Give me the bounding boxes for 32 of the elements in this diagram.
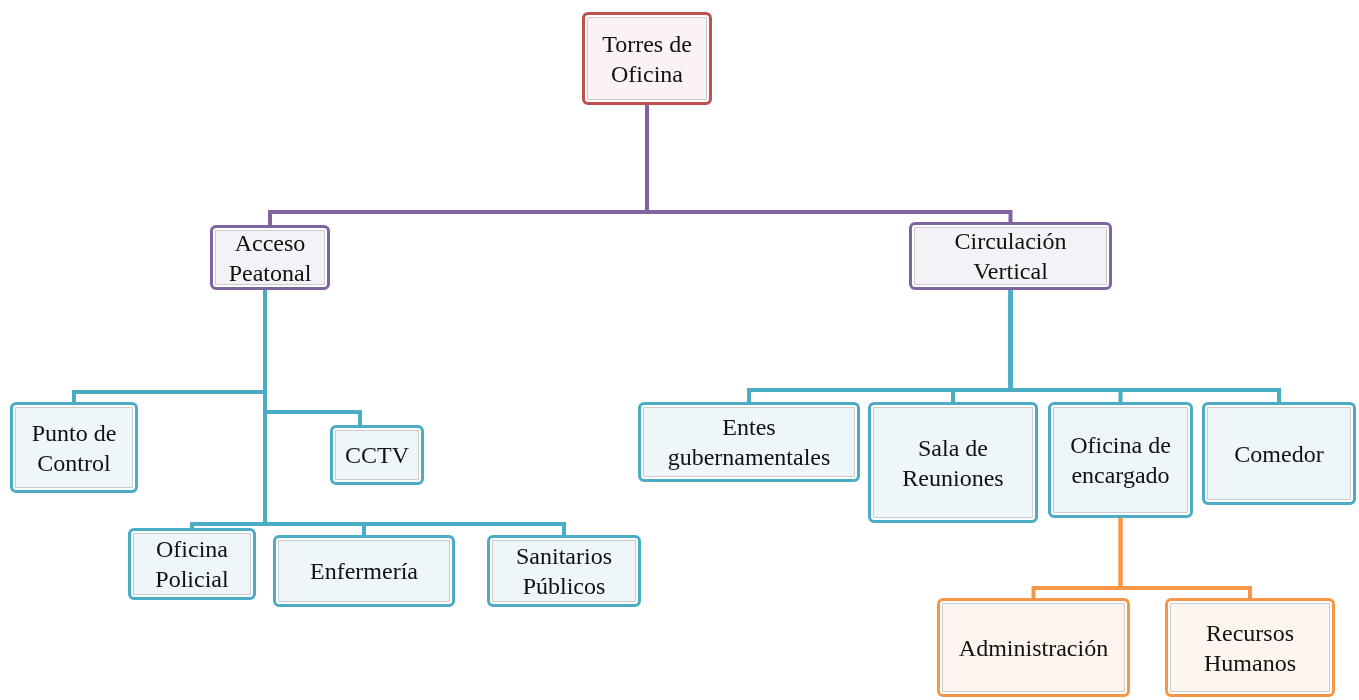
org-box (909, 222, 1112, 290)
box-label: Torres de Oficina (601, 29, 693, 89)
box-label: Sanitarios Públicos (515, 542, 613, 601)
connector-line (263, 290, 566, 535)
box-label: Sala de Reuniones (901, 433, 1005, 493)
org-box (1202, 402, 1356, 505)
box-label: Oficina Policial (154, 535, 230, 594)
org-box (1048, 402, 1193, 518)
connector-line (1008, 290, 1281, 402)
box-label: Punto de Control (30, 418, 118, 478)
box-label: Oficina de encargado (1069, 431, 1172, 490)
box-label: CCTV (344, 441, 410, 470)
org-box (582, 12, 712, 105)
org-box (10, 402, 138, 493)
org-box (128, 528, 256, 600)
org-box (937, 598, 1130, 697)
box-label: Circulación Vertical (953, 227, 1068, 286)
org-box (487, 535, 641, 607)
box-label: Recursos Humanos (1203, 618, 1297, 678)
box-label: Acceso Peatonal (227, 228, 313, 288)
org-box (638, 402, 860, 482)
box-label: Comedor (1233, 439, 1325, 469)
connector-line (645, 105, 1013, 222)
box-label: Administración (957, 633, 1110, 663)
org-box (868, 402, 1038, 523)
box-label: Entes gubernamentales (666, 413, 832, 472)
box-label: Enfermería (309, 557, 419, 586)
org-box (1165, 598, 1335, 697)
connector-line (1118, 518, 1252, 598)
org-box (330, 425, 424, 485)
org-box (273, 535, 455, 607)
org-box (210, 225, 330, 290)
